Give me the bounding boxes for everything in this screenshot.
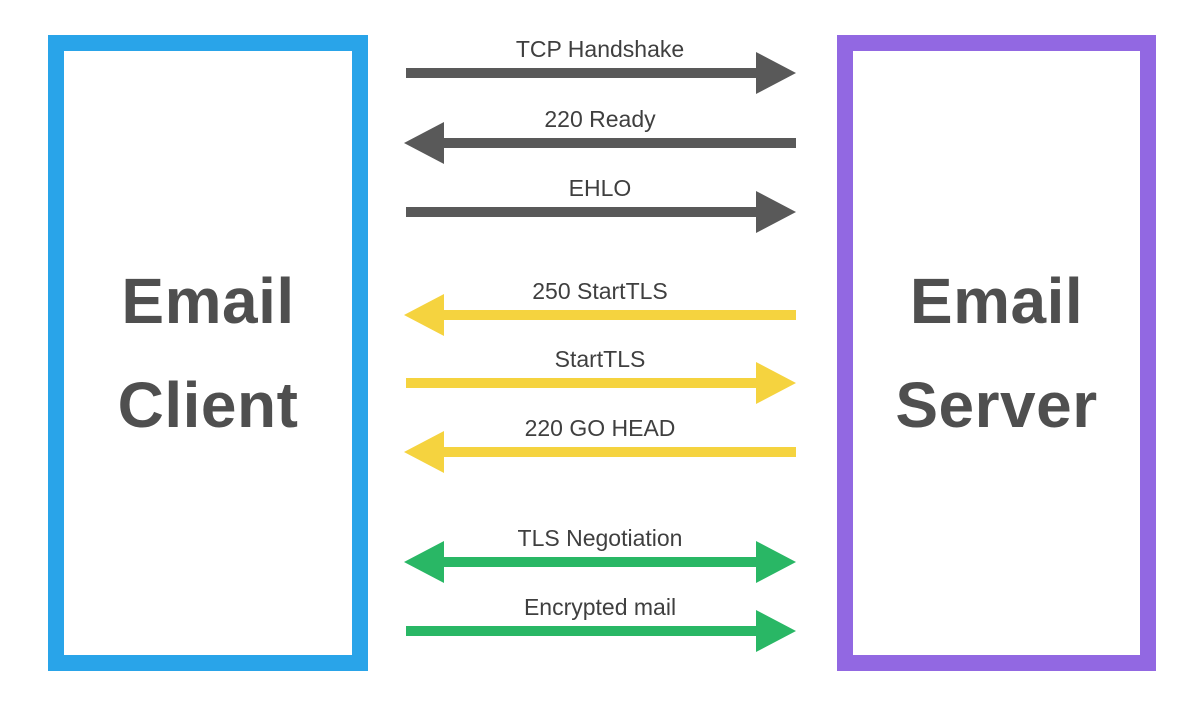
email-client-title-line2: Client xyxy=(117,369,299,441)
message-label: TCP Handshake xyxy=(515,35,685,62)
message-arrow-right xyxy=(406,191,796,233)
message-arrow-left xyxy=(404,431,796,473)
email-server-box: Email Server xyxy=(837,35,1156,671)
message-arrow-right xyxy=(406,610,796,652)
message-label: EHLO xyxy=(568,174,632,201)
message-label: 220 GO HEAD xyxy=(524,414,676,441)
email-client-title-line1: Email xyxy=(121,265,295,337)
message-label: TLS Negotiation xyxy=(517,524,683,551)
message-arrow-right xyxy=(406,52,796,94)
message-arrow-right xyxy=(406,362,796,404)
message-label: Encrypted mail xyxy=(523,593,677,620)
message-label: StartTLS xyxy=(554,345,646,372)
message-arrow-left xyxy=(404,294,796,336)
email-server-title-line1: Email xyxy=(909,265,1084,337)
message-arrow-both xyxy=(404,541,796,583)
email-server-title-line2: Server xyxy=(895,369,1098,441)
email-client-box: Email Client xyxy=(48,35,368,671)
message-label: 220 Ready xyxy=(544,105,656,132)
message-label: 250 StartTLS xyxy=(532,277,668,304)
email-server-title: Email Server xyxy=(895,249,1097,457)
message-arrow-left xyxy=(404,122,796,164)
email-client-title: Email Client xyxy=(118,249,299,457)
